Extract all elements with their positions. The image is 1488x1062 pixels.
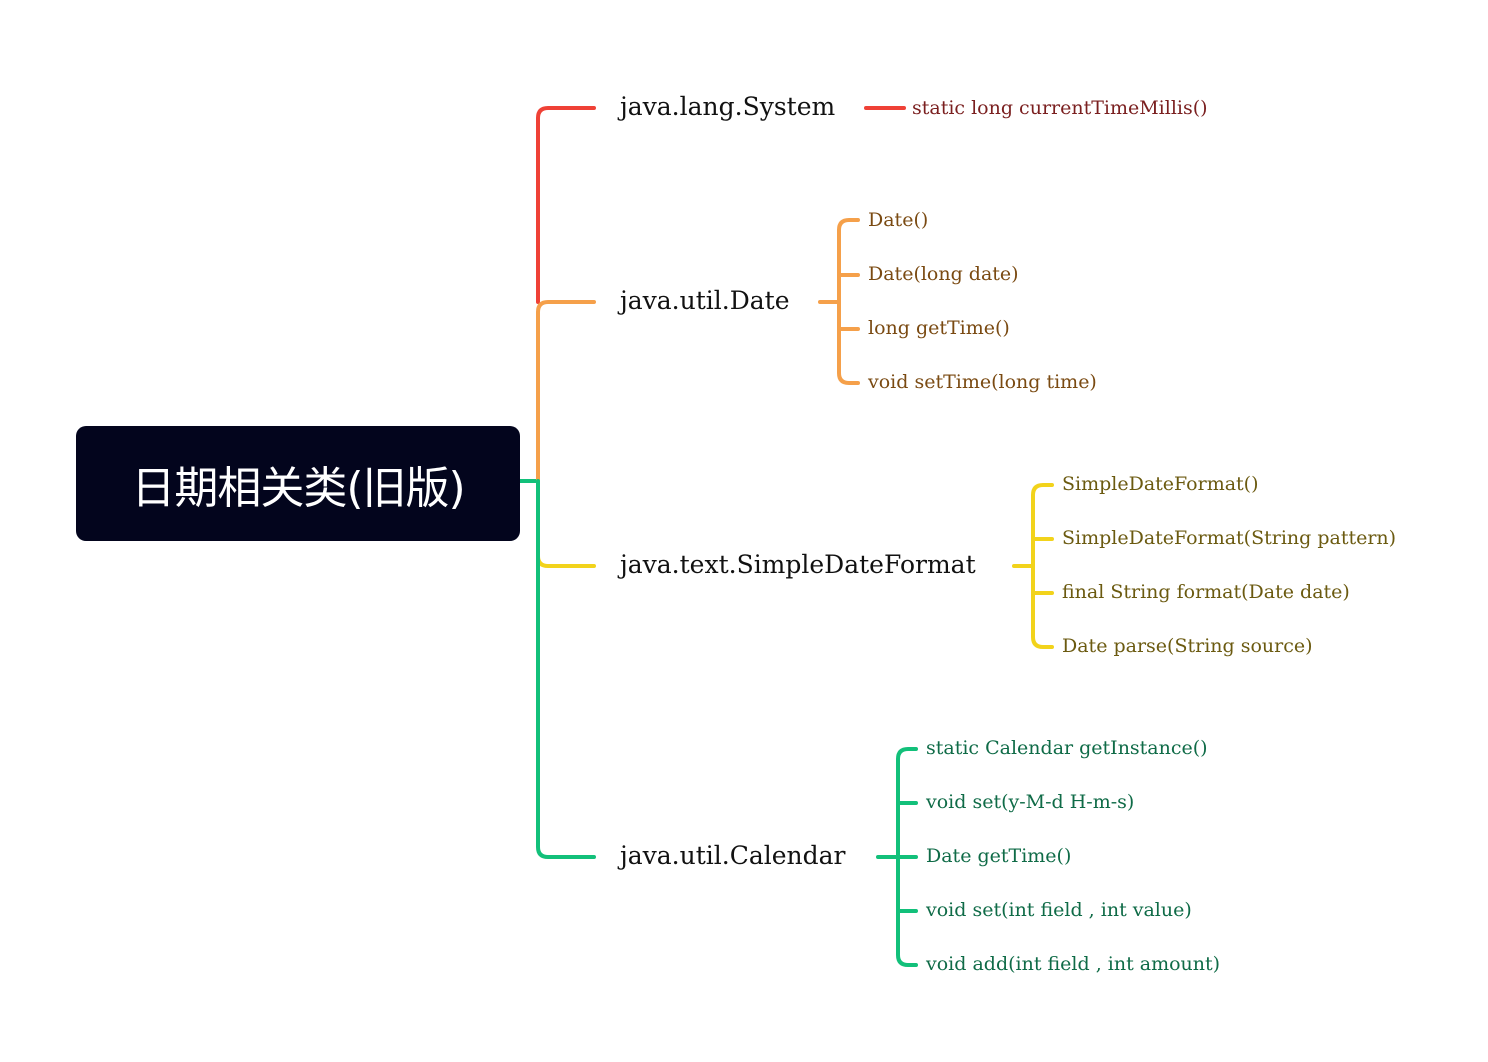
leaf-label[interactable]: Date(long date) — [868, 263, 1019, 285]
leaf-label[interactable]: static long currentTimeMillis() — [912, 97, 1208, 119]
branch-connector-date — [536, 300, 596, 483]
branch-connector-simpledateformat — [536, 479, 596, 568]
leaf-label[interactable]: void add(int field , int amount) — [926, 953, 1221, 975]
leaf-label[interactable]: Date getTime() — [926, 845, 1072, 867]
leaf-label[interactable]: final String format(Date date) — [1062, 581, 1350, 603]
leaf-label[interactable]: void setTime(long time) — [868, 371, 1097, 393]
leaf-label[interactable]: void set(int field , int value) — [926, 899, 1192, 921]
branch-label-date[interactable]: java.util.Date — [620, 286, 790, 315]
branch-connector-calendar — [536, 479, 596, 859]
branch-label-system[interactable]: java.lang.System — [620, 92, 836, 121]
root-label: 日期相关类(旧版) — [131, 462, 465, 514]
leaf-label[interactable]: void set(y-M-d H-m-s) — [926, 791, 1135, 813]
bracket-calendar — [896, 747, 918, 967]
bracket-ticks-calendar — [896, 801, 918, 913]
branch-label-simpledateformat[interactable]: java.text.SimpleDateFormat — [620, 550, 976, 579]
leaf-label[interactable]: SimpleDateFormat(String pattern) — [1062, 527, 1397, 549]
bracket-ticks-date — [837, 273, 860, 331]
leaf-label[interactable]: Date() — [868, 209, 929, 231]
leaf-label[interactable]: Date parse(String source) — [1062, 635, 1313, 657]
bracket-simpledateformat — [1031, 483, 1054, 649]
branch-connector-system — [536, 106, 596, 304]
leaf-label[interactable]: static Calendar getInstance() — [926, 737, 1208, 759]
bracket-ticks-simpledateformat — [1031, 537, 1054, 595]
leaf-label[interactable]: long getTime() — [868, 317, 1010, 339]
root-node[interactable]: 日期相关类(旧版) — [76, 426, 520, 541]
leaf-label[interactable]: SimpleDateFormat() — [1062, 473, 1259, 495]
branch-label-calendar[interactable]: java.util.Calendar — [620, 841, 846, 870]
bracket-date — [837, 218, 860, 385]
